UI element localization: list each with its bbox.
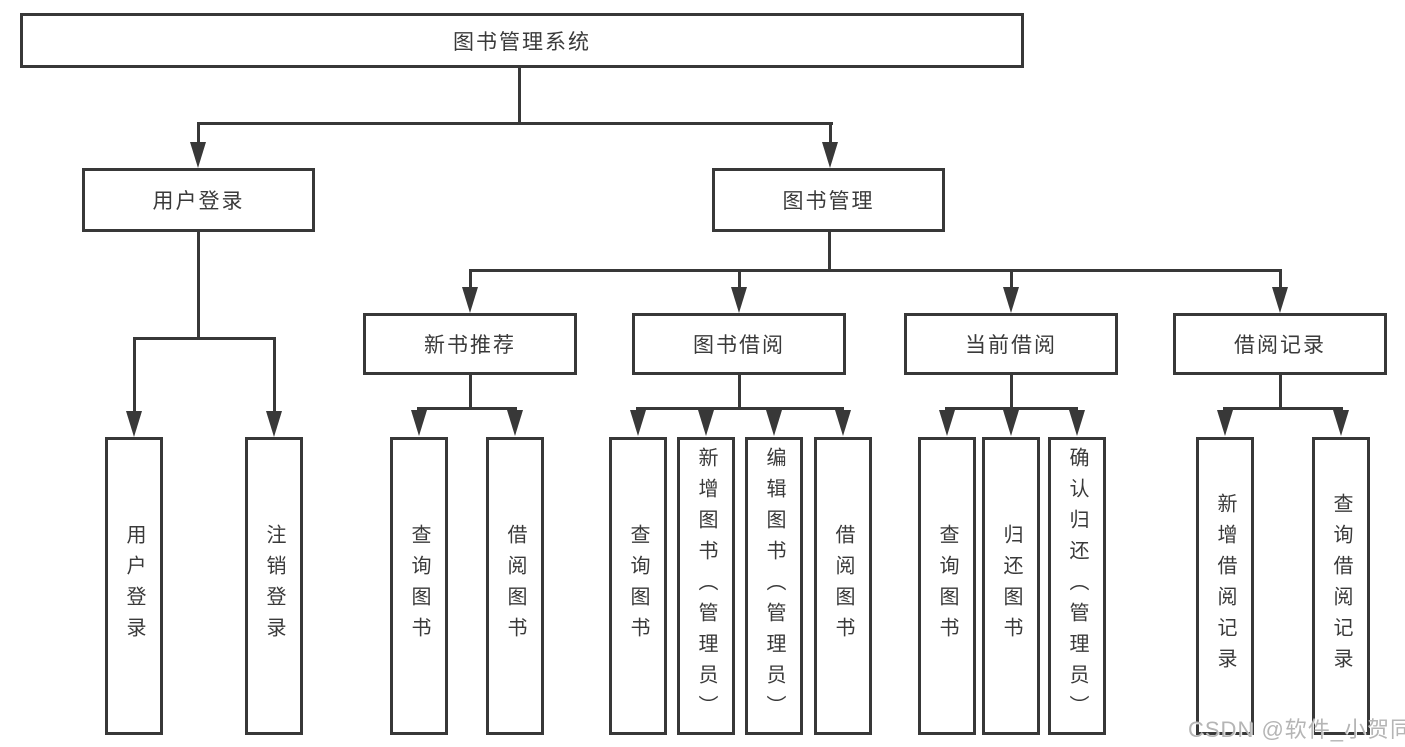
leaf-borrow-borrow-book: 借阅图书 bbox=[814, 437, 872, 735]
connector-current-borrow-split bbox=[945, 407, 1078, 410]
leaf-current-query-book-label: 查询图书 bbox=[936, 524, 958, 648]
connector-level2-hline bbox=[197, 122, 833, 125]
connector-current-borrow-stem bbox=[1010, 269, 1013, 287]
leaf-borrow-query-book: 查询图书 bbox=[609, 437, 667, 735]
connector-current-borrow-down bbox=[1010, 375, 1013, 407]
leaf-newbook-query-book-label: 查询图书 bbox=[408, 524, 430, 648]
node-current-borrow-label: 当前借阅 bbox=[965, 334, 1057, 357]
connector-book-mgmt-stem bbox=[829, 122, 832, 142]
leaf-edit-book-admin: 编辑图书（管理员） bbox=[745, 437, 803, 735]
connector-borrow-record-split bbox=[1223, 407, 1343, 410]
arrowhead-current-confirm bbox=[1069, 410, 1085, 436]
node-book-management: 图书管理 bbox=[712, 168, 945, 232]
leaf-return-book: 归还图书 bbox=[982, 437, 1040, 735]
connector-user-login-down bbox=[197, 232, 200, 337]
connector-user-login-split bbox=[133, 337, 276, 340]
arrowhead-record-query bbox=[1333, 410, 1349, 436]
connector-book-borrow-down bbox=[738, 375, 741, 407]
arrowhead-record-add bbox=[1217, 410, 1233, 436]
leaf-query-borrow-record-label: 查询借阅记录 bbox=[1330, 493, 1352, 679]
leaf-current-query-book: 查询图书 bbox=[918, 437, 976, 735]
arrowhead-borrow-edit bbox=[766, 410, 782, 436]
node-user-login-label: 用户登录 bbox=[152, 190, 245, 213]
arrowhead-borrow-borrow bbox=[835, 410, 851, 436]
arrowhead-borrow-query bbox=[630, 410, 646, 436]
connector-book-borrow-split bbox=[636, 407, 844, 410]
node-book-borrow-label: 图书借阅 bbox=[693, 334, 785, 357]
connector-root-stem bbox=[518, 68, 521, 122]
leaf-user-login-label: 用户登录 bbox=[123, 524, 145, 648]
arrowhead-book-borrow bbox=[731, 287, 747, 313]
connector-new-book-down bbox=[469, 375, 472, 407]
leaf-user-login: 用户登录 bbox=[105, 437, 163, 735]
node-new-book-recommend-label: 新书推荐 bbox=[424, 334, 516, 357]
connector-borrow-record-down bbox=[1279, 375, 1282, 407]
connector-book-borrow-stem bbox=[738, 269, 741, 287]
arrowhead-current-return bbox=[1003, 410, 1019, 436]
leaf-newbook-query-book: 查询图书 bbox=[390, 437, 448, 735]
connector-new-book-stem bbox=[469, 269, 472, 287]
arrowhead-leaf-logout bbox=[266, 411, 282, 437]
node-book-management-label: 图书管理 bbox=[782, 190, 875, 213]
leaf-add-book-admin-label: 新增图书（管理员） bbox=[695, 446, 717, 726]
leaf-add-borrow-record-label: 新增借阅记录 bbox=[1214, 493, 1236, 679]
leaf-newbook-borrow-book-label: 借阅图书 bbox=[504, 524, 526, 648]
leaf-edit-book-admin-label: 编辑图书（管理员） bbox=[763, 446, 785, 726]
arrowhead-newbook-query bbox=[411, 410, 427, 436]
leaf-borrow-borrow-book-label: 借阅图书 bbox=[832, 524, 854, 648]
node-borrow-record-label: 借阅记录 bbox=[1234, 334, 1326, 357]
leaf-confirm-return-admin: 确认归还（管理员） bbox=[1048, 437, 1106, 735]
node-current-borrow: 当前借阅 bbox=[904, 313, 1118, 375]
connector-new-book-split bbox=[417, 407, 517, 410]
arrowhead-borrow-add bbox=[698, 410, 714, 436]
leaf-add-book-admin: 新增图书（管理员） bbox=[677, 437, 735, 735]
connector-level3-hline bbox=[469, 269, 1282, 272]
leaf-logout-login: 注销登录 bbox=[245, 437, 303, 735]
connector-user-login-stem bbox=[197, 122, 200, 142]
node-root-system: 图书管理系统 bbox=[20, 13, 1024, 68]
connector-borrow-record-stem bbox=[1279, 269, 1282, 287]
leaf-confirm-return-admin-label: 确认归还（管理员） bbox=[1066, 446, 1088, 726]
connector-leaf-login-stem bbox=[133, 340, 136, 411]
arrowhead-user-login bbox=[190, 142, 206, 168]
arrowhead-current-borrow bbox=[1003, 287, 1019, 313]
node-new-book-recommend: 新书推荐 bbox=[363, 313, 577, 375]
node-borrow-record: 借阅记录 bbox=[1173, 313, 1387, 375]
leaf-add-borrow-record: 新增借阅记录 bbox=[1196, 437, 1254, 735]
arrowhead-leaf-login bbox=[126, 411, 142, 437]
leaf-logout-login-label: 注销登录 bbox=[263, 524, 285, 648]
arrowhead-new-book bbox=[462, 287, 478, 313]
leaf-return-book-label: 归还图书 bbox=[1000, 524, 1022, 648]
arrowhead-current-query bbox=[939, 410, 955, 436]
connector-book-mgmt-down bbox=[828, 232, 831, 269]
leaf-newbook-borrow-book: 借阅图书 bbox=[486, 437, 544, 735]
node-user-login: 用户登录 bbox=[82, 168, 315, 232]
leaf-query-borrow-record: 查询借阅记录 bbox=[1312, 437, 1370, 735]
arrowhead-borrow-record bbox=[1272, 287, 1288, 313]
arrowhead-newbook-borrow bbox=[507, 410, 523, 436]
node-book-borrow: 图书借阅 bbox=[632, 313, 846, 375]
csdn-watermark: CSDN @软件_小贺同学 bbox=[1188, 717, 1405, 742]
connector-leaf-logout-stem bbox=[273, 340, 276, 411]
arrowhead-book-mgmt bbox=[822, 142, 838, 168]
leaf-borrow-query-book-label: 查询图书 bbox=[627, 524, 649, 648]
node-root-label: 图书管理系统 bbox=[453, 30, 591, 54]
